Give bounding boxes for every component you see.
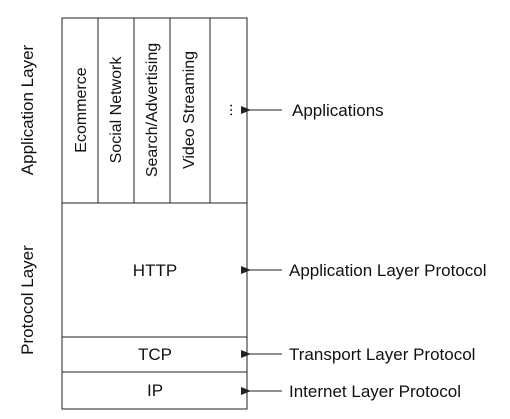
application-layer-protocol-annotation: Application Layer Protocol (289, 261, 487, 280)
tcp-label: TCP (138, 345, 172, 364)
http-label: HTTP (133, 261, 177, 280)
protocol-layer-label: Protocol Layer (18, 245, 37, 355)
internet-layer-protocol-annotation: Internet Layer Protocol (289, 382, 461, 401)
social-network-label: Social Network (108, 56, 125, 164)
ip-label: IP (147, 381, 163, 400)
diagram-frame (61, 17, 248, 410)
more-applications-label: ... (219, 103, 236, 116)
video-streaming-label: Video Streaming (181, 51, 198, 169)
search-advertising-label: Search/Advertising (144, 43, 161, 177)
ecommerce-label: Ecommerce (73, 67, 90, 152)
transport-layer-protocol-annotation: Transport Layer Protocol (289, 345, 475, 364)
applications-annotation: Applications (292, 101, 384, 120)
application-layer-label: Application Layer (18, 44, 37, 175)
